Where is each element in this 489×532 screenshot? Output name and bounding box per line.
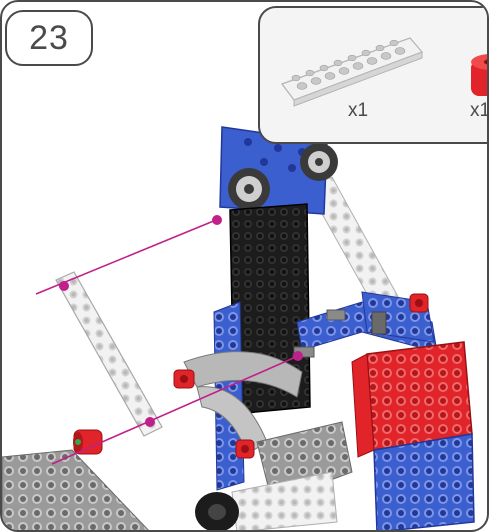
part-quantity-beam: x1	[348, 100, 368, 122]
right-eye-wheel	[300, 143, 338, 181]
red-peg-top	[410, 294, 428, 312]
bottom-wheel	[195, 492, 239, 532]
loose-white-beam	[56, 272, 162, 436]
red-peg-middle	[174, 370, 194, 388]
white-beam-plate-icon	[260, 8, 489, 144]
gray-baseplate	[2, 450, 152, 532]
left-eye-wheel	[228, 168, 270, 210]
blue-lower-plate	[374, 434, 474, 532]
parts-panel: x1 x1	[258, 6, 489, 144]
step-number-badge: 23	[5, 10, 93, 66]
loose-red-spacer	[73, 430, 102, 454]
guide-target-lower	[293, 351, 303, 361]
part-quantity-spacer: x1	[470, 100, 489, 122]
guide-target-top	[212, 215, 222, 225]
axle-pin-right	[372, 312, 386, 334]
axle-pin-top	[327, 310, 345, 320]
red-peg-lower	[236, 440, 254, 458]
